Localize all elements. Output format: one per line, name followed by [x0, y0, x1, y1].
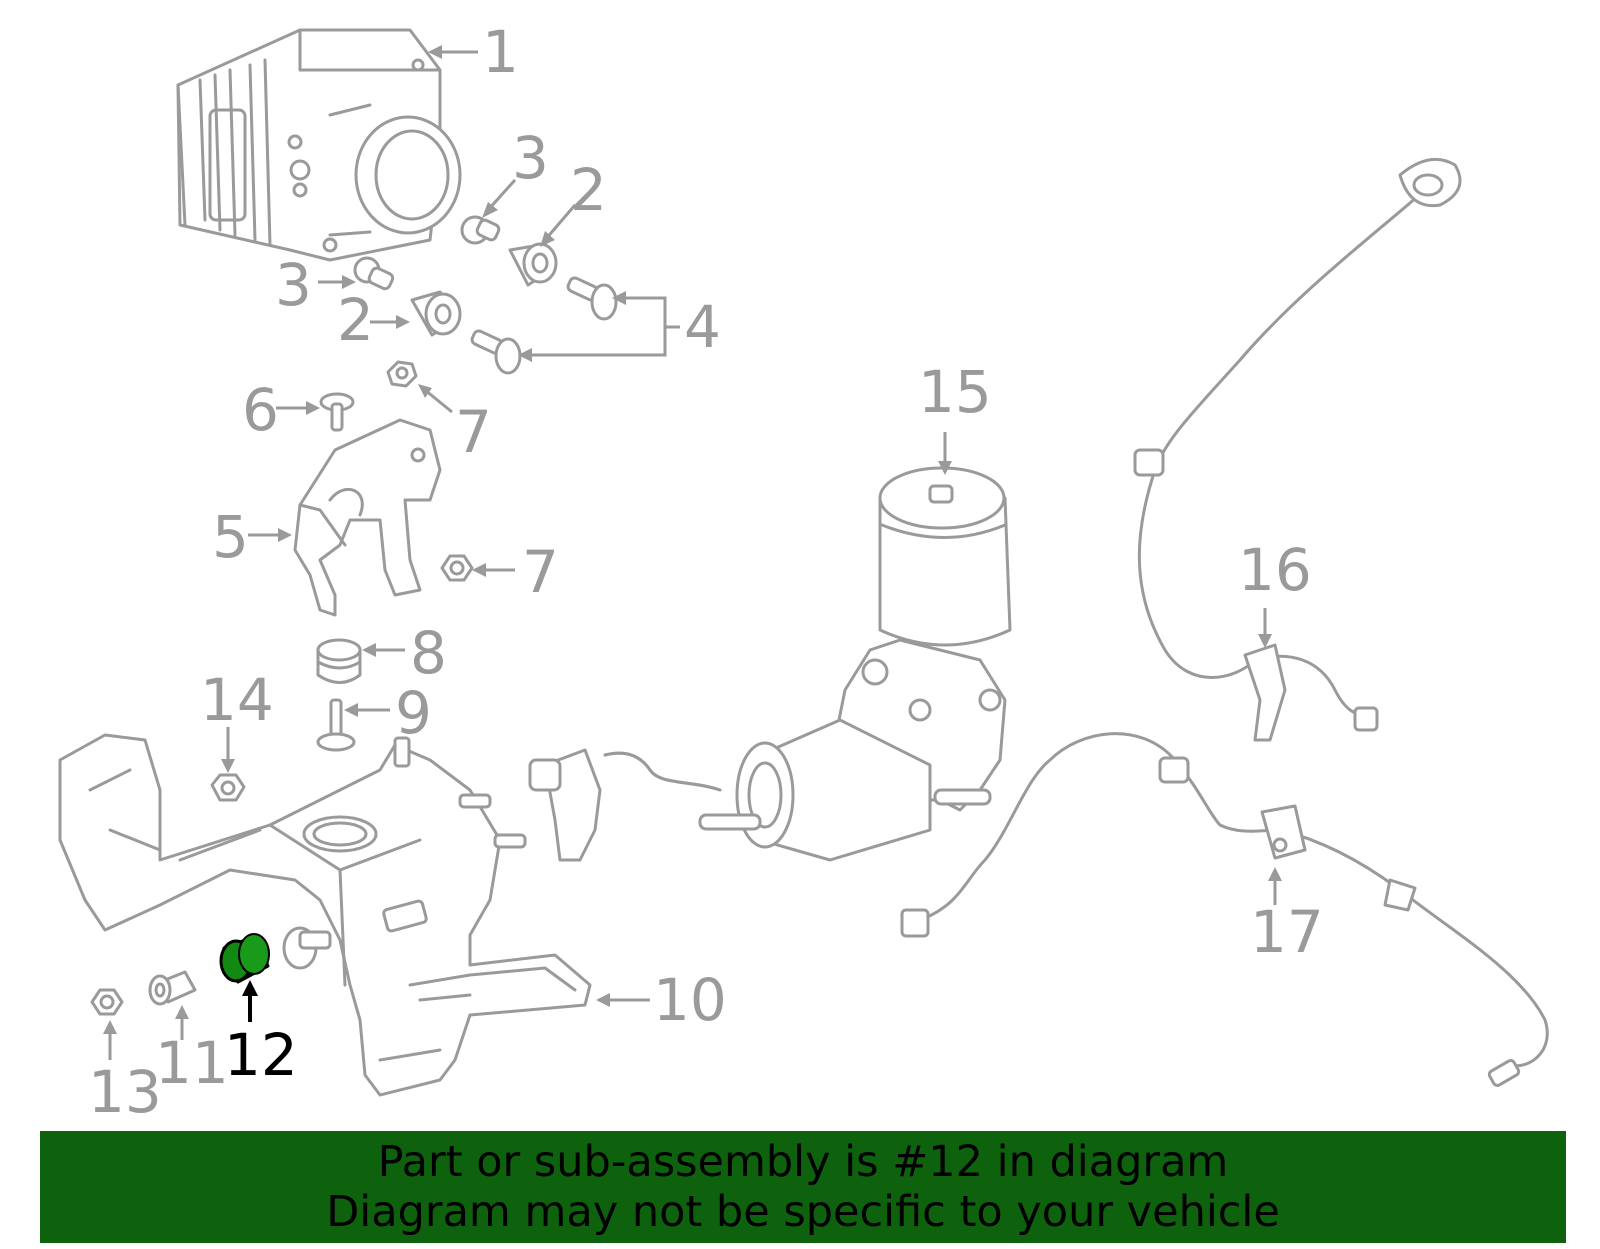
bolt-part-3-upper[interactable] — [460, 215, 501, 245]
callout-9: 9 — [395, 679, 432, 747]
nut-part-13[interactable] — [90, 988, 124, 1016]
nut-part-7-upper[interactable] — [386, 360, 418, 388]
nut-part-7-lower[interactable] — [440, 554, 474, 582]
pump-motor-part-15[interactable] — [698, 466, 1012, 862]
callout-16: 16 — [1238, 536, 1312, 604]
abs-module-part-1[interactable] — [176, 28, 462, 262]
callout-15: 15 — [918, 358, 992, 426]
pump-hose[interactable] — [528, 748, 722, 862]
callout-7-upper: 7 — [455, 398, 492, 466]
callout-2-upper: 2 — [570, 156, 607, 224]
stud-part-9[interactable] — [316, 698, 356, 752]
wheel-speed-sensor-part-17[interactable] — [900, 732, 1549, 1087]
grommet-part-2-upper[interactable] — [508, 242, 558, 287]
bolt-part-4-a[interactable] — [566, 276, 618, 321]
callout-14: 14 — [200, 666, 274, 734]
callout-5: 5 — [212, 503, 249, 571]
callout-7-lower: 7 — [522, 538, 559, 606]
callout-8: 8 — [410, 619, 447, 687]
callout-11: 11 — [155, 1029, 229, 1097]
bolt-part-3-lower[interactable] — [353, 256, 395, 291]
grommet-part-2-lower[interactable] — [410, 290, 462, 337]
callout-12: 12 — [224, 1021, 298, 1089]
banner-line-2: Diagram may not be specific to your vehi… — [326, 1187, 1280, 1237]
grommet-part-8[interactable] — [316, 638, 362, 684]
callout-6: 6 — [242, 376, 279, 444]
callout-1: 1 — [482, 18, 519, 86]
callout-4: 4 — [684, 293, 721, 361]
bracket-part-10[interactable] — [58, 733, 592, 1097]
info-banner: Part or sub-assembly is #12 in diagram D… — [40, 1131, 1566, 1243]
callout-13: 13 — [88, 1058, 162, 1126]
collar-part-11[interactable] — [148, 970, 197, 1006]
callout-17: 17 — [1250, 898, 1324, 966]
grommet-part-12-highlighted[interactable] — [219, 933, 270, 984]
callout-10: 10 — [653, 966, 727, 1034]
callout-2-lower: 2 — [337, 286, 374, 354]
nut-part-14[interactable] — [210, 773, 246, 802]
banner-line-1: Part or sub-assembly is #12 in diagram — [377, 1137, 1229, 1187]
callout-3-upper: 3 — [512, 124, 549, 192]
wheel-speed-sensor-part-16[interactable] — [1133, 157, 1462, 742]
bracket-part-5[interactable] — [293, 418, 442, 617]
callout-3-lower: 3 — [275, 251, 312, 319]
bolt-part-4-b[interactable] — [470, 329, 522, 375]
stud-part-6[interactable] — [319, 392, 355, 432]
